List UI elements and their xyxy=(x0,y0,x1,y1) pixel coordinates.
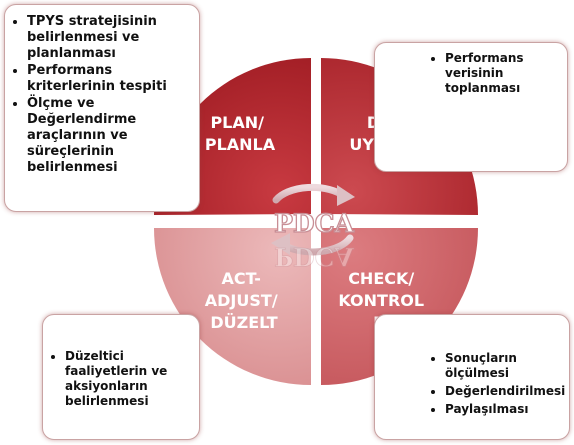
list-item: Düzeltici faaliyetlerin ve aksiyonların … xyxy=(65,349,193,409)
check-notes-box: Sonuçların ölçülmesi Değerlendirilmesi P… xyxy=(374,314,570,440)
list-item: Performans kriterlerinin tespiti xyxy=(27,63,191,95)
cycle-arrows-icon xyxy=(271,183,355,256)
list-item: Performans verisinin toplanması xyxy=(445,51,559,96)
check-label-line-2: KONTROL xyxy=(338,291,424,310)
list-item: Ölçme ve Değerlendirme araçlarının ve sü… xyxy=(27,96,191,176)
act-notes-box: Düzeltici faaliyetlerin ve aksiyonların … xyxy=(42,314,200,440)
do-notes-box: Performans verisinin toplanması xyxy=(374,42,568,172)
check-label-line-1: CHECK/ xyxy=(348,269,414,288)
pdca-center-label: PDCA xyxy=(274,209,354,238)
plan-label-line-1: PLAN/ xyxy=(210,113,264,132)
plan-label-line-2: PLANLA xyxy=(205,135,276,154)
act-notes-list: Düzeltici faaliyetlerin ve aksiyonların … xyxy=(53,349,193,409)
list-item: TPYS stratejisinin belirlenmesi ve planl… xyxy=(27,14,191,62)
check-quadrant xyxy=(321,228,478,385)
act-label-line-1: ACT- xyxy=(222,269,261,288)
list-item: Değerlendirilmesi xyxy=(445,384,565,399)
list-item: Sonuçların ölçülmesi xyxy=(445,351,563,381)
pdca-center-label-reflection: PDCA xyxy=(274,242,354,271)
list-item: Paylaşılması xyxy=(445,402,563,417)
check-notes-list: Sonuçların ölçülmesi Değerlendirilmesi P… xyxy=(433,351,565,417)
do-notes-list: Performans verisinin toplanması xyxy=(433,51,559,96)
plan-notes-box: TPYS stratejisinin belirlenmesi ve planl… xyxy=(4,4,200,212)
plan-quadrant-label: PLAN/ PLANLA xyxy=(205,113,276,154)
act-label-line-2: ADJUST/ xyxy=(205,291,278,310)
act-quadrant-label: ACT- ADJUST/ DÜZELT xyxy=(205,269,283,332)
plan-notes-list: TPYS stratejisinin belirlenmesi ve planl… xyxy=(15,14,191,176)
act-quadrant xyxy=(154,228,311,385)
act-label-line-3: DÜZELT xyxy=(210,313,277,332)
